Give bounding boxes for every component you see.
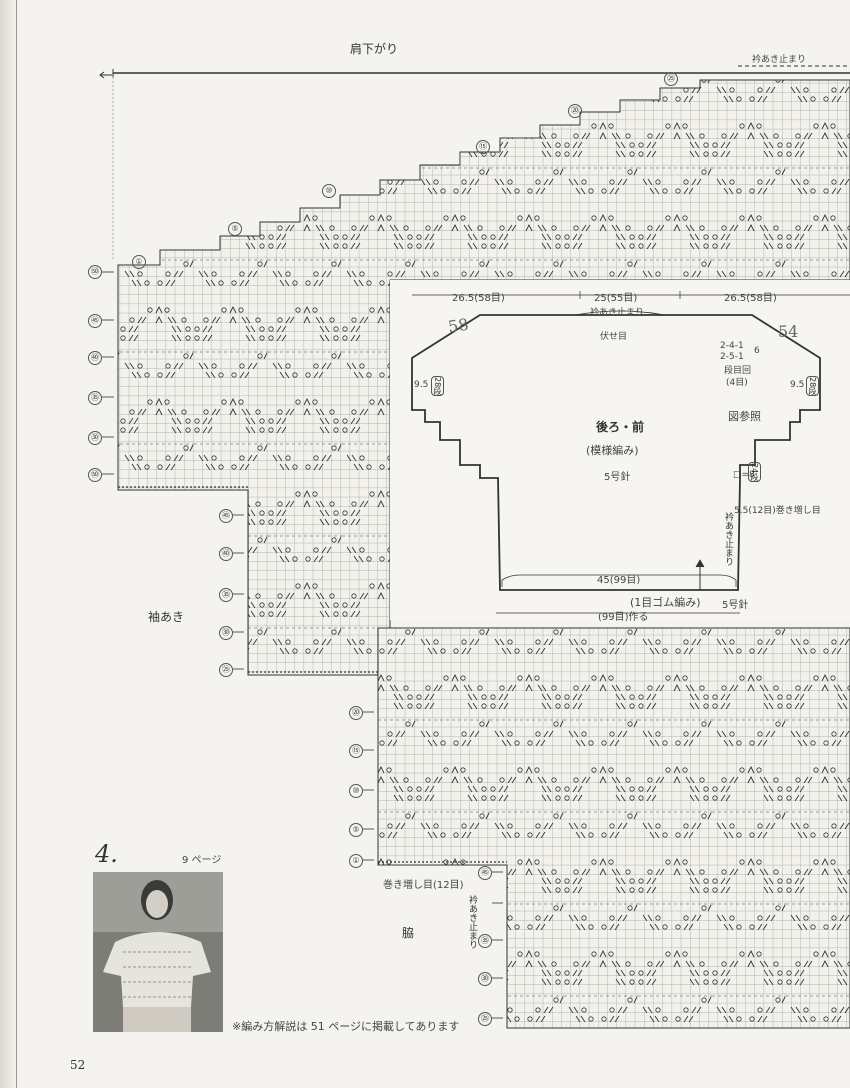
page-number: 52 — [70, 1058, 86, 1072]
armhole-label: 袖あき — [148, 610, 185, 624]
row-mark: ㉚ — [478, 972, 492, 986]
row-mark-top: ㉕ — [664, 72, 678, 86]
cast-on-bottom: (99目)作る — [598, 612, 649, 623]
rib-needle: 5号針 — [722, 600, 749, 611]
dim-top-right: 26.5(58目) — [724, 293, 777, 304]
shaping-ref: (4目) — [726, 378, 748, 388]
row-mark: ⑮ — [349, 744, 363, 758]
lower-chart — [377, 627, 850, 1029]
neck-stop: 衿あき止まり — [590, 308, 645, 318]
row-mark: ㊺ — [219, 509, 233, 523]
handwritten-58: 58 — [446, 314, 470, 337]
row-mark: ⑤ — [349, 823, 363, 837]
needle-size: 5号針 — [604, 472, 631, 483]
side-label: 脇 — [402, 926, 415, 940]
left-rows: 28段 — [431, 376, 444, 397]
row-mark: ① — [349, 854, 363, 868]
piece-title: 後ろ・前 — [596, 420, 645, 434]
dim-top-left: 26.5(58目) — [452, 293, 505, 304]
right-rows: 28段 — [806, 376, 819, 397]
row-mark: ㊺ — [88, 314, 102, 328]
row-mark: ㊿ — [88, 468, 102, 482]
shaping-1: 2-4-1 — [720, 341, 744, 351]
row-mark: ㊺ — [478, 866, 492, 880]
row-mark: ㊿ — [88, 265, 102, 279]
shaping-2: 2-5-1 — [720, 352, 744, 362]
binding-line — [16, 0, 17, 1088]
neck-stop-schematic: 衿あき止まり — [723, 512, 733, 566]
row-mark: ㊵ — [219, 547, 233, 561]
row-mark: ㉟ — [88, 391, 102, 405]
row-mark: ㉕ — [478, 1012, 492, 1026]
row-mark: ⑳ — [349, 706, 363, 720]
rib-label: (1目ゴム編み) — [630, 596, 701, 609]
cast-on-schematic: 5.5(12目)巻き増し目 — [734, 506, 821, 516]
shaping-unit: 段目回 — [724, 366, 752, 376]
row-mark: ㉚ — [88, 431, 102, 445]
neck-stop-label: 衿あき止まり — [752, 55, 807, 65]
left-height: 9.5 — [414, 380, 429, 390]
piece-subtitle: (模様編み) — [586, 444, 639, 457]
row-mark-top: ⑳ — [568, 104, 582, 118]
row-mark-top: ⑮ — [476, 140, 490, 154]
handwritten-54: 54 — [778, 322, 799, 341]
row-mark-top: ⑤ — [228, 222, 242, 236]
bind-off: 伏せ目 — [600, 332, 628, 342]
row-mark: ㊵ — [88, 351, 102, 365]
row-mark-top: ① — [132, 255, 146, 269]
bottom-width: 45(99目) — [597, 575, 641, 586]
row-mark: ㉟ — [219, 588, 233, 602]
dim-top-center: 25(55目) — [594, 293, 638, 304]
row-mark: ㉚ — [219, 626, 233, 640]
cast-on-label: 巻き増し目(12目) — [383, 880, 464, 891]
row-mark: ㉟ — [478, 934, 492, 948]
pattern-page: 9 ページ — [182, 855, 222, 866]
side-rows-2: 24段 — [748, 462, 761, 483]
upper-chart — [117, 79, 850, 676]
row-mark-top: ⑩ — [322, 184, 336, 198]
pattern-number: 4. — [95, 840, 118, 868]
right-height: 9.5 — [790, 380, 805, 390]
figure-ref: 図参照 — [728, 410, 761, 423]
row-mark: ㉕ — [219, 663, 233, 677]
shaping-n: 6 — [754, 346, 760, 356]
model-photo — [93, 872, 223, 1032]
neck-stop-vertical: 衿あき止まり — [467, 895, 477, 949]
row-mark: ⑩ — [349, 784, 363, 798]
schematic-outline — [411, 291, 850, 614]
shoulder-label: 肩下がり — [350, 42, 399, 56]
side-rows: □=8 — [733, 470, 755, 480]
explanation-note: ※編み方解説は 51 ページに掲載してあります — [232, 1020, 460, 1033]
